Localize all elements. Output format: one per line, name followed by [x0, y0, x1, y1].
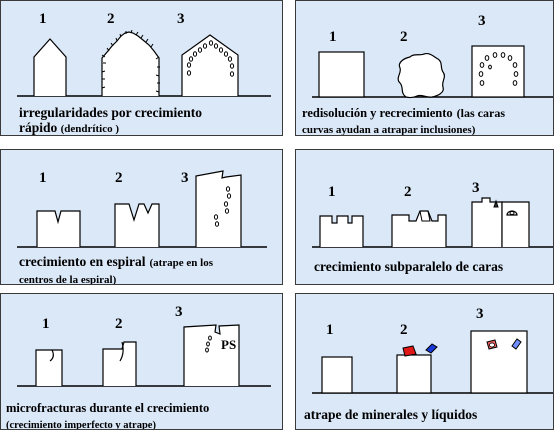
- crystal-3: [183, 324, 240, 386]
- step-number-2: 2: [115, 316, 123, 332]
- step-number-2: 2: [115, 170, 123, 186]
- caption-small: (crecimiento imperfecto y atrape): [6, 420, 156, 430]
- caption-main: redisolución y recrecimiento: [302, 106, 453, 120]
- inclusion-ring: [478, 52, 519, 86]
- step-number-3: 3: [476, 306, 484, 322]
- panel-mineral-liquid-trapping: 1 2 3 atrape de minerales y líquidos: [295, 293, 554, 430]
- caption-small-line2: curvas ayudan a atrapar inclusiones): [302, 124, 476, 136]
- trapped-cavity-1: [493, 199, 499, 208]
- step-number-2: 2: [107, 11, 115, 27]
- caption: microfracturas durante el crecimiento (c…: [6, 400, 210, 430]
- blue-mineral-grain: [425, 343, 438, 354]
- healed-fracture-inclusions: [205, 335, 212, 353]
- caption-small: (las caras: [456, 106, 505, 120]
- caption-main: atrape de minerales y líquidos: [304, 407, 478, 422]
- crystal-2: [114, 203, 160, 247]
- crystal-1: [33, 38, 67, 96]
- crystal-2-inner-face: [419, 210, 431, 222]
- crystal-2: [391, 210, 447, 247]
- trapped-cavity-2: [506, 210, 518, 216]
- crystal-3: [195, 170, 242, 247]
- caption: redisolución y recrecimiento (las caras …: [302, 105, 505, 136]
- caption-main: crecimiento en espiral: [19, 254, 146, 269]
- inclusion-trail: [186, 40, 235, 77]
- step-number-2: 2: [400, 322, 408, 338]
- dendritic-growth-figure: [17, 29, 271, 97]
- step-number-2: 2: [404, 184, 412, 200]
- fracture-2: [119, 341, 124, 362]
- step-number-1: 1: [39, 170, 47, 186]
- step-number-3: 3: [177, 11, 185, 27]
- crystal-1: [321, 356, 353, 394]
- caption-main: irregularidades por crecimiento: [19, 105, 202, 120]
- redissolution-figure: [312, 45, 553, 99]
- crystal-2: [396, 354, 432, 394]
- subparallel-growth-figure: [312, 197, 553, 248]
- step-number-1: 1: [42, 316, 50, 332]
- trapping-figure: [312, 330, 553, 394]
- step-number-1: 1: [328, 184, 336, 200]
- panel-spiral-growth: 1 2 3 crecimiento en espiral (atrape en …: [0, 149, 283, 285]
- step-number-3: 3: [181, 170, 189, 186]
- crystal-2-redissolved: [397, 52, 446, 99]
- trapped-inclusion: [509, 211, 515, 215]
- caption-small: (atrape en los: [149, 257, 214, 269]
- trapped-fluid-inclusion: [489, 342, 495, 348]
- caption: crecimiento subparalelo de caras: [314, 259, 503, 274]
- trapped-blue-mineral: [511, 338, 522, 350]
- step-number-1: 1: [326, 322, 334, 338]
- panel-redissolution: 1 2 3 redisolución y recrecimiento (las …: [295, 0, 554, 136]
- ps-label: PS: [221, 337, 237, 352]
- caption: crecimiento en espiral (atrape en los ce…: [19, 254, 214, 285]
- fracture-1: [49, 349, 54, 362]
- panel-dendritic-growth: 1 2 3 irregularidades por crecimiento rá…: [0, 0, 283, 136]
- crystal-3: [471, 197, 503, 247]
- caption-small-line2: centros de la espiral): [19, 274, 117, 285]
- microfracture-figure: [17, 324, 271, 387]
- caption: irregularidades por crecimiento rápido (…: [19, 105, 202, 135]
- step-number-1: 1: [329, 29, 337, 45]
- step-number-3: 3: [175, 304, 183, 320]
- red-mineral-grain: [402, 345, 417, 357]
- step-number-3: 3: [472, 180, 480, 196]
- step-number-3: 3: [478, 13, 486, 29]
- caption: atrape de minerales y líquidos: [304, 407, 477, 422]
- caption-main: microfracturas durante el crecimiento: [6, 401, 210, 415]
- caption-main: crecimiento subparalelo de caras: [314, 259, 504, 274]
- crystal-1: [36, 210, 81, 247]
- step-number-2: 2: [400, 29, 408, 45]
- crystal-2-dendritic: [101, 31, 160, 96]
- crystal-1: [35, 349, 63, 386]
- panel-subparallel-growth: 1 2 3 crecimiento subparalelo de caras: [295, 149, 554, 285]
- panel-microfractures: 1 2 3 PS microfracturas durante el creci…: [0, 293, 283, 430]
- crystal-2: [102, 341, 137, 386]
- crystal-3: [181, 34, 239, 96]
- step-number-1: 1: [39, 11, 47, 27]
- spiral-inclusions: [213, 186, 232, 227]
- caption-main-line2: rápido: [19, 120, 58, 135]
- dendrite-texture: [101, 29, 160, 93]
- crystal-1: [319, 215, 364, 247]
- crystal-3-right: [501, 201, 530, 247]
- crystal-1: [318, 51, 365, 98]
- caption-small: (dendrítico ): [60, 123, 119, 135]
- spiral-growth-figure: [17, 170, 267, 248]
